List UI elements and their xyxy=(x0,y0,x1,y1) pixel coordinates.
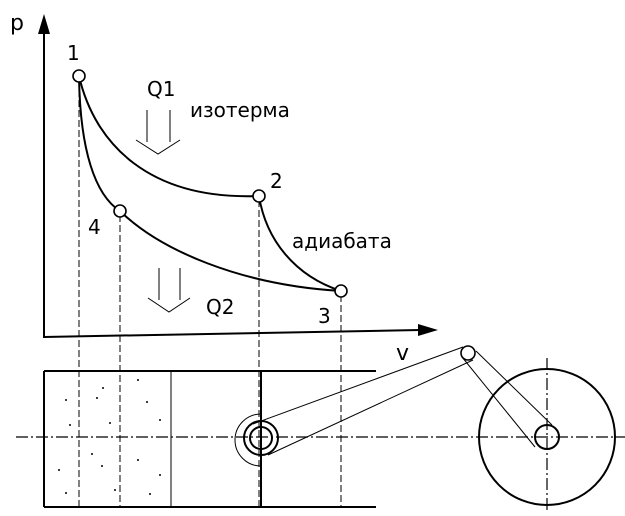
connecting-rod xyxy=(252,346,474,456)
cylinder xyxy=(43,370,376,508)
state-point-4 xyxy=(113,204,127,218)
adiabat-curve-2-3 xyxy=(258,195,342,292)
gas-dots xyxy=(58,379,161,495)
crank-pin xyxy=(460,345,476,361)
v-axis xyxy=(43,329,421,338)
crank-arm xyxy=(461,350,553,448)
point-label-4: 4 xyxy=(88,215,101,239)
q2-label: Q2 xyxy=(206,295,234,319)
point-label-2: 2 xyxy=(270,169,283,193)
v-axis-arrow-icon xyxy=(418,324,438,336)
adiabat-curve-1-4 xyxy=(78,75,121,212)
heat-out-arrow-icon xyxy=(147,268,191,313)
piston-pin-housing xyxy=(234,413,262,467)
isotherm-curve-4-3 xyxy=(119,210,342,292)
piston-pin-inner xyxy=(249,426,273,450)
state-point-2 xyxy=(252,189,266,203)
point-label-3: 3 xyxy=(318,304,331,328)
state-point-3 xyxy=(334,284,348,298)
piston-pin-outer xyxy=(243,420,279,456)
point-label-1: 1 xyxy=(67,41,80,65)
adiabat-label: адиабата xyxy=(292,229,392,253)
isotherm-label: изотерма xyxy=(190,98,290,122)
v-axis-label: v xyxy=(396,341,409,366)
p-axis-arrow-icon xyxy=(38,14,50,34)
q1-label: Q1 xyxy=(147,77,175,101)
isotherm-curve-1-2 xyxy=(78,75,259,198)
p-axis-label: p xyxy=(10,11,24,36)
heat-in-arrow-icon xyxy=(135,110,181,155)
state-point-1 xyxy=(72,69,86,83)
